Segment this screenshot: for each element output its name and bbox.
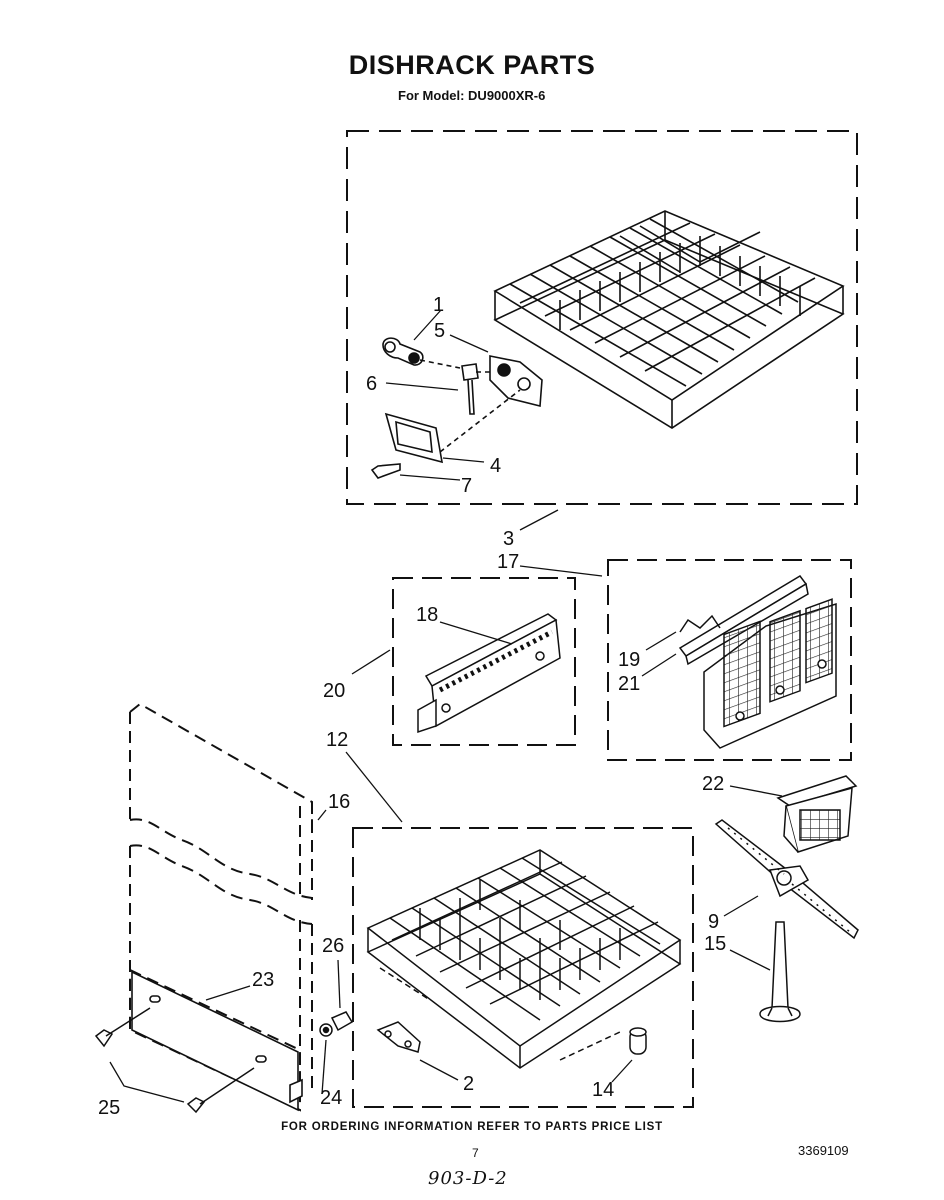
callout-23: 23	[252, 969, 274, 991]
callout-20: 20	[323, 680, 345, 702]
divider-leader-lines	[351, 565, 677, 677]
callout-25: 25	[98, 1097, 120, 1119]
callout-7: 7	[461, 475, 472, 497]
callout-22: 22	[702, 773, 724, 795]
door-vent-23	[131, 970, 303, 1112]
lower-rack-group-box	[352, 827, 694, 1108]
lower-leader-lines	[345, 751, 633, 1083]
callout-24: 24	[320, 1087, 342, 1109]
callout-5: 5	[434, 320, 445, 342]
callout-4: 4	[490, 455, 501, 477]
callout-15: 15	[704, 933, 726, 955]
divider-group-box-20	[392, 577, 576, 746]
spray-hub-15	[759, 921, 801, 1023]
model-subtitle: For Model: DU9000XR-6	[398, 88, 546, 103]
divider-strip-18	[417, 613, 561, 734]
door-leader-lines	[109, 809, 341, 1103]
upper-leader-lines	[385, 309, 559, 531]
callout-6: 6	[366, 373, 377, 395]
divider-assembly-17	[678, 575, 837, 749]
callout-1: 1	[433, 294, 444, 316]
right-leader-lines	[723, 785, 783, 971]
page-number: 7	[472, 1146, 479, 1160]
callout-26: 26	[322, 935, 344, 957]
roller-bracket-2	[376, 1021, 421, 1053]
document-number: 3369109	[798, 1143, 849, 1158]
callout-14: 14	[592, 1079, 614, 1101]
callout-18: 18	[416, 604, 438, 626]
callout-numbers: 1 5 6 4 7 3 17 18 20 19 21 12 16 22 9 15…	[98, 294, 726, 1119]
callout-12: 12	[326, 729, 348, 751]
silverware-basket-22	[776, 775, 858, 853]
callout-3: 3	[503, 528, 514, 550]
upper-rack-group-box	[346, 130, 858, 505]
callout-17: 17	[497, 551, 519, 573]
divider-group-box-17	[607, 559, 852, 761]
rack-adjuster-parts	[370, 337, 543, 479]
lower-dishrack	[366, 849, 682, 1069]
callout-21: 21	[618, 673, 640, 695]
callout-2: 2	[463, 1073, 474, 1095]
callout-19: 19	[618, 649, 640, 671]
callout-9: 9	[708, 911, 719, 933]
door-panel-16	[129, 702, 313, 1112]
page-title: DISHRACK PARTS	[348, 50, 596, 80]
callout-16: 16	[328, 791, 350, 813]
spray-arm-9	[714, 819, 859, 940]
upper-dishrack	[493, 210, 845, 429]
ordering-note: FOR ORDERING INFORMATION REFER TO PARTS …	[281, 1121, 663, 1133]
fasteners-24-26	[319, 1011, 354, 1037]
roller-14	[629, 1027, 647, 1055]
handwritten-note: 903-D-2	[428, 1168, 508, 1189]
screws-25	[94, 1007, 255, 1114]
